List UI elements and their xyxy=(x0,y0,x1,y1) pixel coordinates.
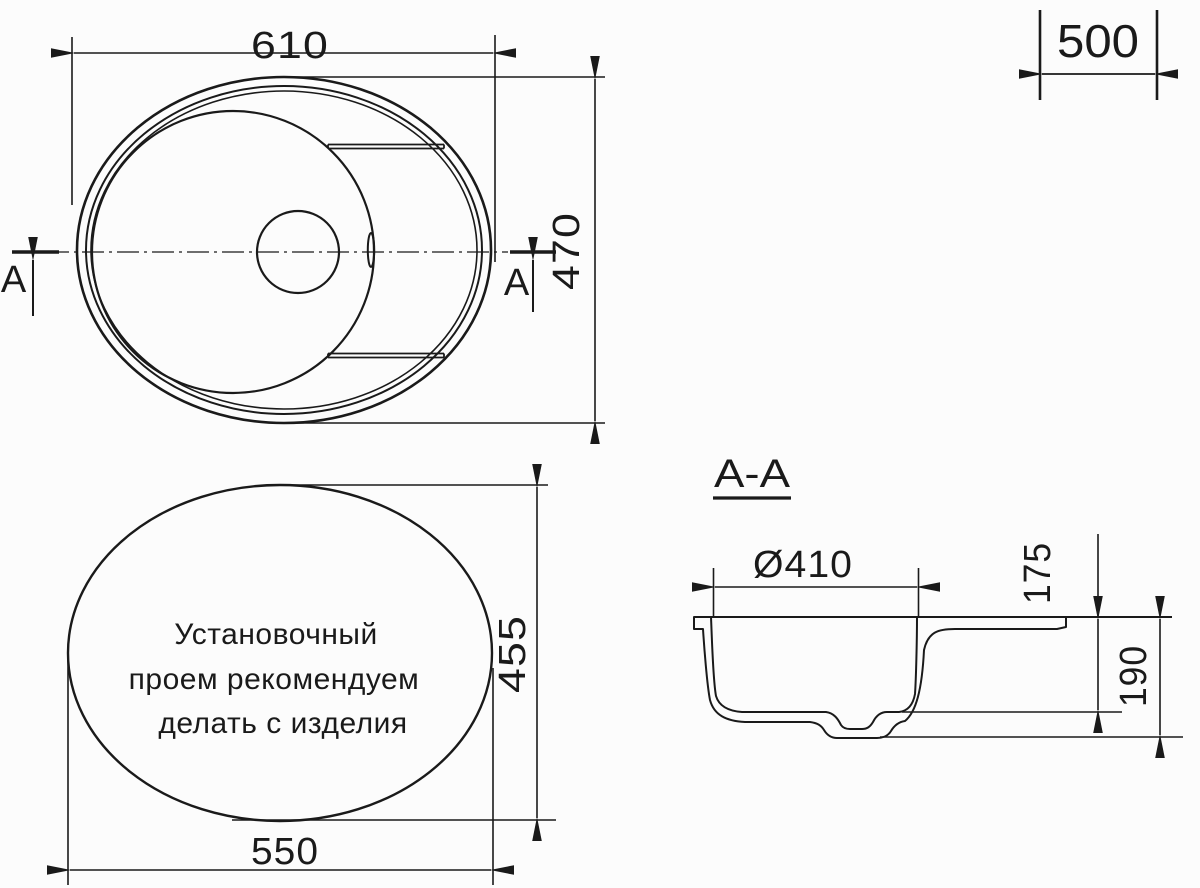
drain-circle xyxy=(255,209,341,295)
section-marker-left: A xyxy=(1,237,59,316)
section-label-left: A xyxy=(1,259,27,301)
scale-block: 500 xyxy=(1019,10,1178,100)
cutout-view: Установочный проем рекомендуем делать с … xyxy=(47,464,556,885)
dim-470: 470 xyxy=(290,56,605,444)
dim-550: 550 xyxy=(47,658,514,885)
section-marker-right: A xyxy=(504,237,556,312)
dim-550-label: 550 xyxy=(251,831,319,873)
section-label-right: A xyxy=(504,262,530,304)
section-cut-profile xyxy=(693,616,1067,739)
cutout-note-line3: делать с изделия xyxy=(158,707,407,740)
dim-175: 175 xyxy=(902,534,1122,733)
dim-175-label: 175 xyxy=(1017,542,1059,604)
dim-410: Ø410 xyxy=(692,544,940,616)
dim-610-label: 610 xyxy=(251,25,329,67)
dim-455: 455 xyxy=(232,464,556,841)
cutout-oval xyxy=(66,483,494,823)
dim-190: 190 xyxy=(880,596,1183,758)
section-view: A-A Ø410 175 190 xyxy=(692,452,1183,758)
dim-455-label: 455 xyxy=(492,615,534,693)
cutout-note-line2: проем рекомендуем xyxy=(129,663,420,696)
sink-inner-rim-outer xyxy=(85,85,483,415)
drainboard-ridge-top xyxy=(327,143,445,150)
drainboard-ridge-bottom xyxy=(327,352,445,359)
cutout-note-line1: Установочный xyxy=(174,618,378,651)
top-view: 610 470 A A xyxy=(1,25,605,444)
dim-610: 610 xyxy=(51,25,516,262)
overflow-slot xyxy=(366,232,376,268)
sink-outer-rim xyxy=(75,75,493,425)
dim-410-label: Ø410 xyxy=(753,544,853,586)
scale-value: 500 xyxy=(1057,15,1139,67)
section-title: A-A xyxy=(714,452,790,496)
dim-190-label: 190 xyxy=(1113,645,1155,707)
